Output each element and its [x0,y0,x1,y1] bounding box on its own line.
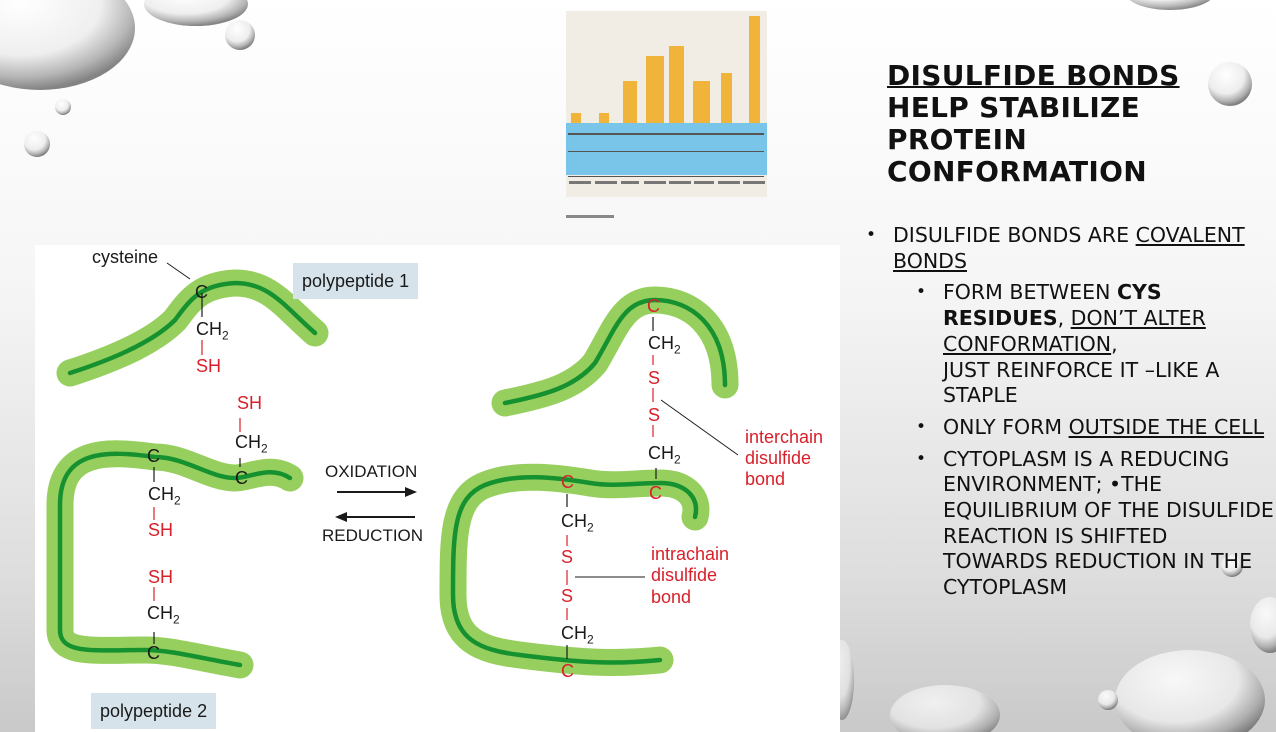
atom-ch2: CH2 [235,432,268,456]
title-line-3: PROTEIN [887,123,1028,156]
oxidized-chain-2-backbone [450,474,699,665]
outside-cell-text: OUTSIDE THE CELL [1068,414,1265,439]
atom-carbon: C [235,468,248,488]
atom-ch-text: CH [147,603,173,623]
oxidation-arrowhead-icon [405,487,417,497]
reduction-label: REDUCTION [322,526,424,545]
cysteine-label: cysteine [92,247,159,267]
cytoplasm-text: CYTOPLASM IS A REDUCING ENVIRONMENT; •TH… [943,446,1274,600]
subscript-2: 2 [674,342,681,357]
sub-bullet-text: ONLY FORM [943,414,1069,439]
atom-ch2: CH2 [147,603,180,627]
bullet-covalent: • DISULFIDE BONDS ARE COVALENT BONDS [866,223,1276,274]
atom-ch2: CH2 [148,484,181,508]
interchain-label: interchain [745,427,824,447]
subscript-2: 2 [173,612,180,627]
amino-acid-structures-image [566,11,767,197]
staple-text: JUST REINFORCE IT –LIKE A STAPLE [943,357,1220,408]
disulfide-diagram: cysteine polypeptide 1 polypeptide 2 C C… [35,245,840,732]
atom-ch-text: CH [561,511,587,531]
atom-sh: SH [196,356,222,376]
atom-carbon: C [195,282,208,302]
bullet-dot-icon: • [866,225,877,245]
atom-carbon: C [147,643,160,663]
figure-caption-image [566,215,614,218]
atom-sh: SH [148,520,174,540]
atom-ch-text: CH [561,623,587,643]
atom-carbon: C [561,472,574,492]
atom-ch2: CH2 [561,623,594,647]
atom-ch-text: CH [148,484,174,504]
slide-title: DISULFIDE BONDS HELP STABILIZE PROTEIN C… [887,60,1257,188]
diagram-graphic [46,262,739,679]
bullet-text: DISULFIDE BONDS ARE [893,223,1136,247]
atom-ch-text: CH [648,443,674,463]
atom-ch-text: CH [235,432,261,452]
polypeptide-2-label: polypeptide 2 [91,693,217,729]
subscript-2: 2 [674,452,681,467]
intrachain-label: bond [651,587,692,607]
atom-ch2: CH2 [648,333,681,357]
oxidized-chain-1-ribbon [491,286,739,417]
interchain-label: bond [745,469,786,489]
bullet-dot-icon: • [916,282,927,303]
polypeptide-2-backbone [57,451,293,668]
subscript-2: 2 [587,632,594,647]
atom-carbon: C [561,661,574,681]
subscript-2: 2 [222,328,229,343]
atom-ch-text: CH [648,333,674,353]
atom-sulfur: S [561,547,574,567]
subscript-2: 2 [587,520,594,535]
atom-ch2: CH2 [561,511,594,535]
sub-bullet-cys: • FORM BETWEEN CYS RESIDUES, DON’T ALTER… [866,280,1276,409]
interchain-label: disulfide [745,448,812,468]
oxidation-label: OXIDATION [325,462,418,481]
sub-bullet-text: , [1111,331,1118,356]
atom-sulfur: S [561,586,574,606]
sub-bullet-outside: • ONLY FORM OUTSIDE THE CELL [866,415,1276,441]
subscript-2: 2 [261,441,268,456]
subscript-2: 2 [174,493,181,508]
reduction-arrowhead-icon [335,512,347,522]
cys-residues-text: CYS RESIDUES [943,280,1162,331]
covalent-bonds-text: COVALENT BONDS [893,223,1245,273]
bullet-dot-icon: • [916,416,927,437]
atom-ch2: CH2 [196,319,229,343]
atom-sh: SH [237,393,263,413]
dont-alter-text: DON’T ALTER CONFORMATION [943,306,1206,356]
sub-bullet-text: , [1057,306,1071,331]
atom-sulfur: S [648,368,661,388]
oxidized-chain-1-backbone [502,297,728,406]
title-line-2: HELP STABILIZE [887,91,1141,124]
atom-carbon: C [647,296,660,316]
atom-ch-text: CH [196,319,222,339]
polypeptide-1-backbone [67,280,318,376]
atom-sh: SH [148,567,174,587]
title-line-4: CONFORMATION [887,155,1147,188]
sub-bullet-cytoplasm: • CYTOPLASM IS A REDUCING ENVIRONMENT; •… [866,447,1276,601]
polypeptide-1-label: polypeptide 1 [293,263,419,299]
intrachain-label: disulfide [651,565,718,585]
bullet-dot-icon: • [916,448,927,469]
atom-sulfur: S [648,405,661,425]
atom-carbon: C [649,483,662,503]
bullet-list: • DISULFIDE BONDS ARE COVALENT BONDS • F… [866,223,1276,601]
sub-bullet-text: FORM BETWEEN [943,280,1117,305]
intrachain-label: intrachain [651,544,730,564]
atom-carbon: C [147,446,160,466]
atom-ch2: CH2 [648,443,681,467]
title-line-1: DISULFIDE BONDS [887,59,1180,92]
